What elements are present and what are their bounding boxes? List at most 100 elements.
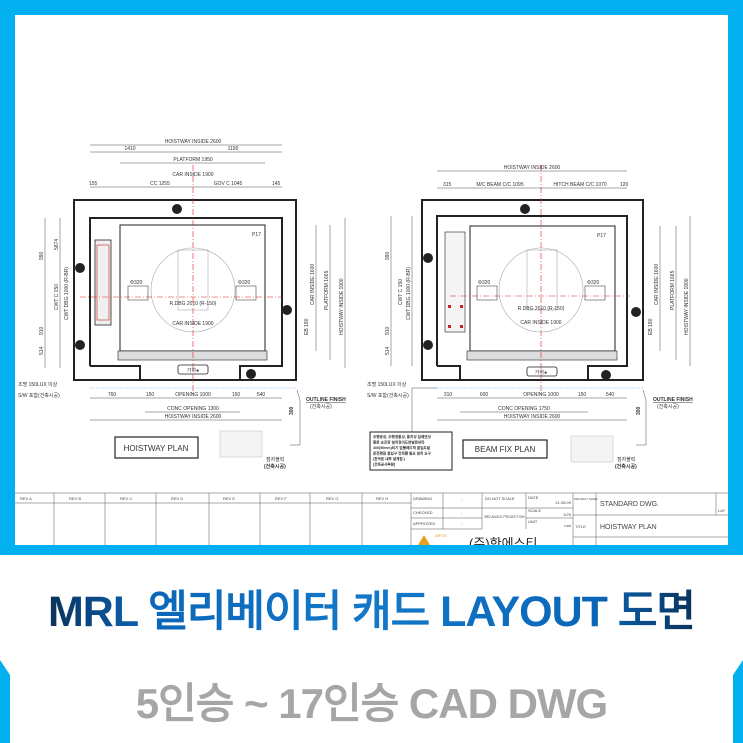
note-box (369, 431, 453, 471)
rail-dbg: R.DBG 2010 (R-150) (170, 301, 217, 307)
hall-button (526, 366, 558, 377)
rev-f: REV F (275, 496, 287, 501)
dim-910: 910 (39, 326, 45, 335)
dim-opening: OPENING 1000 (175, 392, 211, 398)
dim-910: 910 (385, 326, 391, 335)
dim-phi-right: Φ320 (238, 280, 251, 286)
project-label: PROJECT NAME (574, 497, 597, 501)
dim-opening: OPENING 1000 (523, 392, 559, 398)
dim-platform-v: PLATFORM 1665 (324, 270, 330, 310)
cwt-dbg: CWT DBG 1000 (R-BR) (64, 267, 70, 320)
banner-title: MRL 엘리베이터 캐드 LAYOUT 도면 (0, 577, 743, 639)
rev-e: REV E (223, 496, 235, 501)
dim-5874: 5874 (54, 239, 60, 250)
dim-conc-opening: CONC OPENING 1300 (167, 406, 219, 412)
note-line: (한국표 내부 설계함.) (373, 456, 406, 461)
dim-platform-v: PLATFORM 1665 (670, 270, 676, 310)
cwt-dbg: CWT DBG 1000 (R-BR) (406, 267, 412, 320)
do-not-scale: DO NOT SCALE (485, 496, 515, 501)
unit-label: UNIT (528, 519, 538, 524)
beam-points (448, 305, 463, 328)
dim-540: 540 (606, 392, 615, 398)
plan-title: BEAM FIX PLAN (475, 445, 536, 454)
lighting-note: 조명 150LUX 이상 (367, 381, 407, 388)
hall-button-label: 가하● (187, 367, 199, 374)
rev-c: REV C (120, 496, 132, 501)
dim-govc: GOV C 1045 (214, 181, 243, 187)
dim-cc: CC 1255 (150, 181, 170, 187)
dim-760: 760 (108, 392, 117, 398)
rev-b: REV B (69, 496, 81, 501)
outer-wall (73, 199, 297, 381)
corner-decoration-right (733, 660, 743, 743)
title-block (15, 492, 728, 545)
title-label: TITLE (575, 524, 586, 529)
dim-phi-right: Φ320 (587, 280, 600, 286)
dimension-lines (390, 170, 691, 446)
date-label: DATE (528, 495, 539, 500)
projection: 3RD ANGLE PROJECTION (484, 515, 525, 519)
dim-150a: 150 (146, 392, 155, 398)
dim-600: 600 (480, 392, 489, 398)
mc-beam: M/C BEAM C/C 1095 (476, 182, 523, 188)
car-inside-label: CAR INSIDE 1900 (520, 320, 561, 326)
hall-button (177, 364, 209, 375)
wheelchair (526, 249, 558, 311)
rail-bracket-right (235, 285, 257, 301)
anchor-icons (423, 204, 641, 380)
dim-315: 315 (443, 182, 452, 188)
hoistway-plan (44, 144, 346, 459)
dim-car-inside-v: CAR INSIDE 1600 (310, 264, 316, 305)
note-line: 400(50mm)되기 업물레드적 출입도달 (373, 445, 431, 450)
tactile-note-sub: (건축시공) (615, 463, 637, 470)
date-value: 21.08.09 (555, 500, 571, 505)
counterweight-frame (96, 244, 110, 321)
dim-hoistway-bottom: HOISTWAY INSIDE 2600 (504, 414, 561, 420)
company-logo-text: ARTIS (435, 533, 447, 538)
dim-145: 145 (272, 181, 281, 187)
outline-finish: OUTLINE FINISH (306, 397, 346, 403)
cad-drawing: HOISTWAY INSIDE 2600 1410 1190 PLATFORM … (15, 139, 728, 545)
rev-d: REV D (171, 496, 183, 501)
hitch-beam: HITCH BEAM C/C 1070 (553, 182, 607, 188)
note-line: 주행용성, 주행경통성, 통치성 집체면성 (373, 434, 431, 439)
hoistway-plan-text: HOISTWAY INSIDE 2600 1410 1190 PLATFORM … (18, 139, 346, 470)
lighting-note: 조명 150LUX 이상 (18, 381, 58, 388)
banner: MRL 엘리베이터 캐드 LAYOUT 도면 5인승 ~ 17인승 CAD DW… (0, 555, 743, 743)
dim-phi-left: Φ320 (478, 280, 491, 286)
tactile-note: 점자블럭 (266, 456, 284, 463)
note-line: [건축공사부분] (373, 462, 395, 467)
plan-label-box (114, 436, 199, 459)
corner-decoration-left (0, 660, 10, 743)
tactile-block (570, 435, 614, 463)
dim-car-inside: CAR INSIDE 1900 (172, 172, 213, 178)
beam-fix-plan-text: HOISTWAY INSIDE 2600 315 M/C BEAM C/C 10… (367, 165, 693, 470)
scale-value: 1/25 (563, 512, 572, 517)
inner-wall (436, 215, 628, 380)
approved-value: - (461, 521, 463, 526)
dim-300: 300 (289, 406, 295, 415)
dim-990: 990 (385, 251, 391, 260)
scale-label: SCALE (528, 508, 541, 513)
counterweight (444, 231, 466, 333)
dim-hoistway-v: HOISTWAY INSIDE 1900 (684, 278, 690, 335)
company-logo-icon (418, 535, 430, 545)
note-line: 통로 승강장 설치경미도면발로바라 (373, 440, 425, 445)
dim-150: 150 (578, 392, 587, 398)
checked-value: - (461, 510, 463, 515)
rev-a: REV A (20, 496, 32, 501)
hall-button-label: 가하● (535, 369, 547, 376)
dim-990: 990 (39, 251, 45, 260)
checked-label: CHECKED (413, 510, 433, 515)
drawing-label: DRAWING (413, 496, 432, 501)
anchor-icons (75, 204, 292, 379)
plan-label-box (462, 439, 548, 459)
rail-bracket-left (476, 285, 498, 301)
drawing-value: - (461, 496, 463, 501)
dim-514: 514 (39, 346, 45, 355)
outer-wall (421, 199, 644, 381)
dim-150b: 150 (232, 392, 241, 398)
company-name: (주)한에스티 (469, 536, 537, 545)
dim-300: 300 (636, 406, 642, 415)
tactile-block (219, 430, 263, 458)
